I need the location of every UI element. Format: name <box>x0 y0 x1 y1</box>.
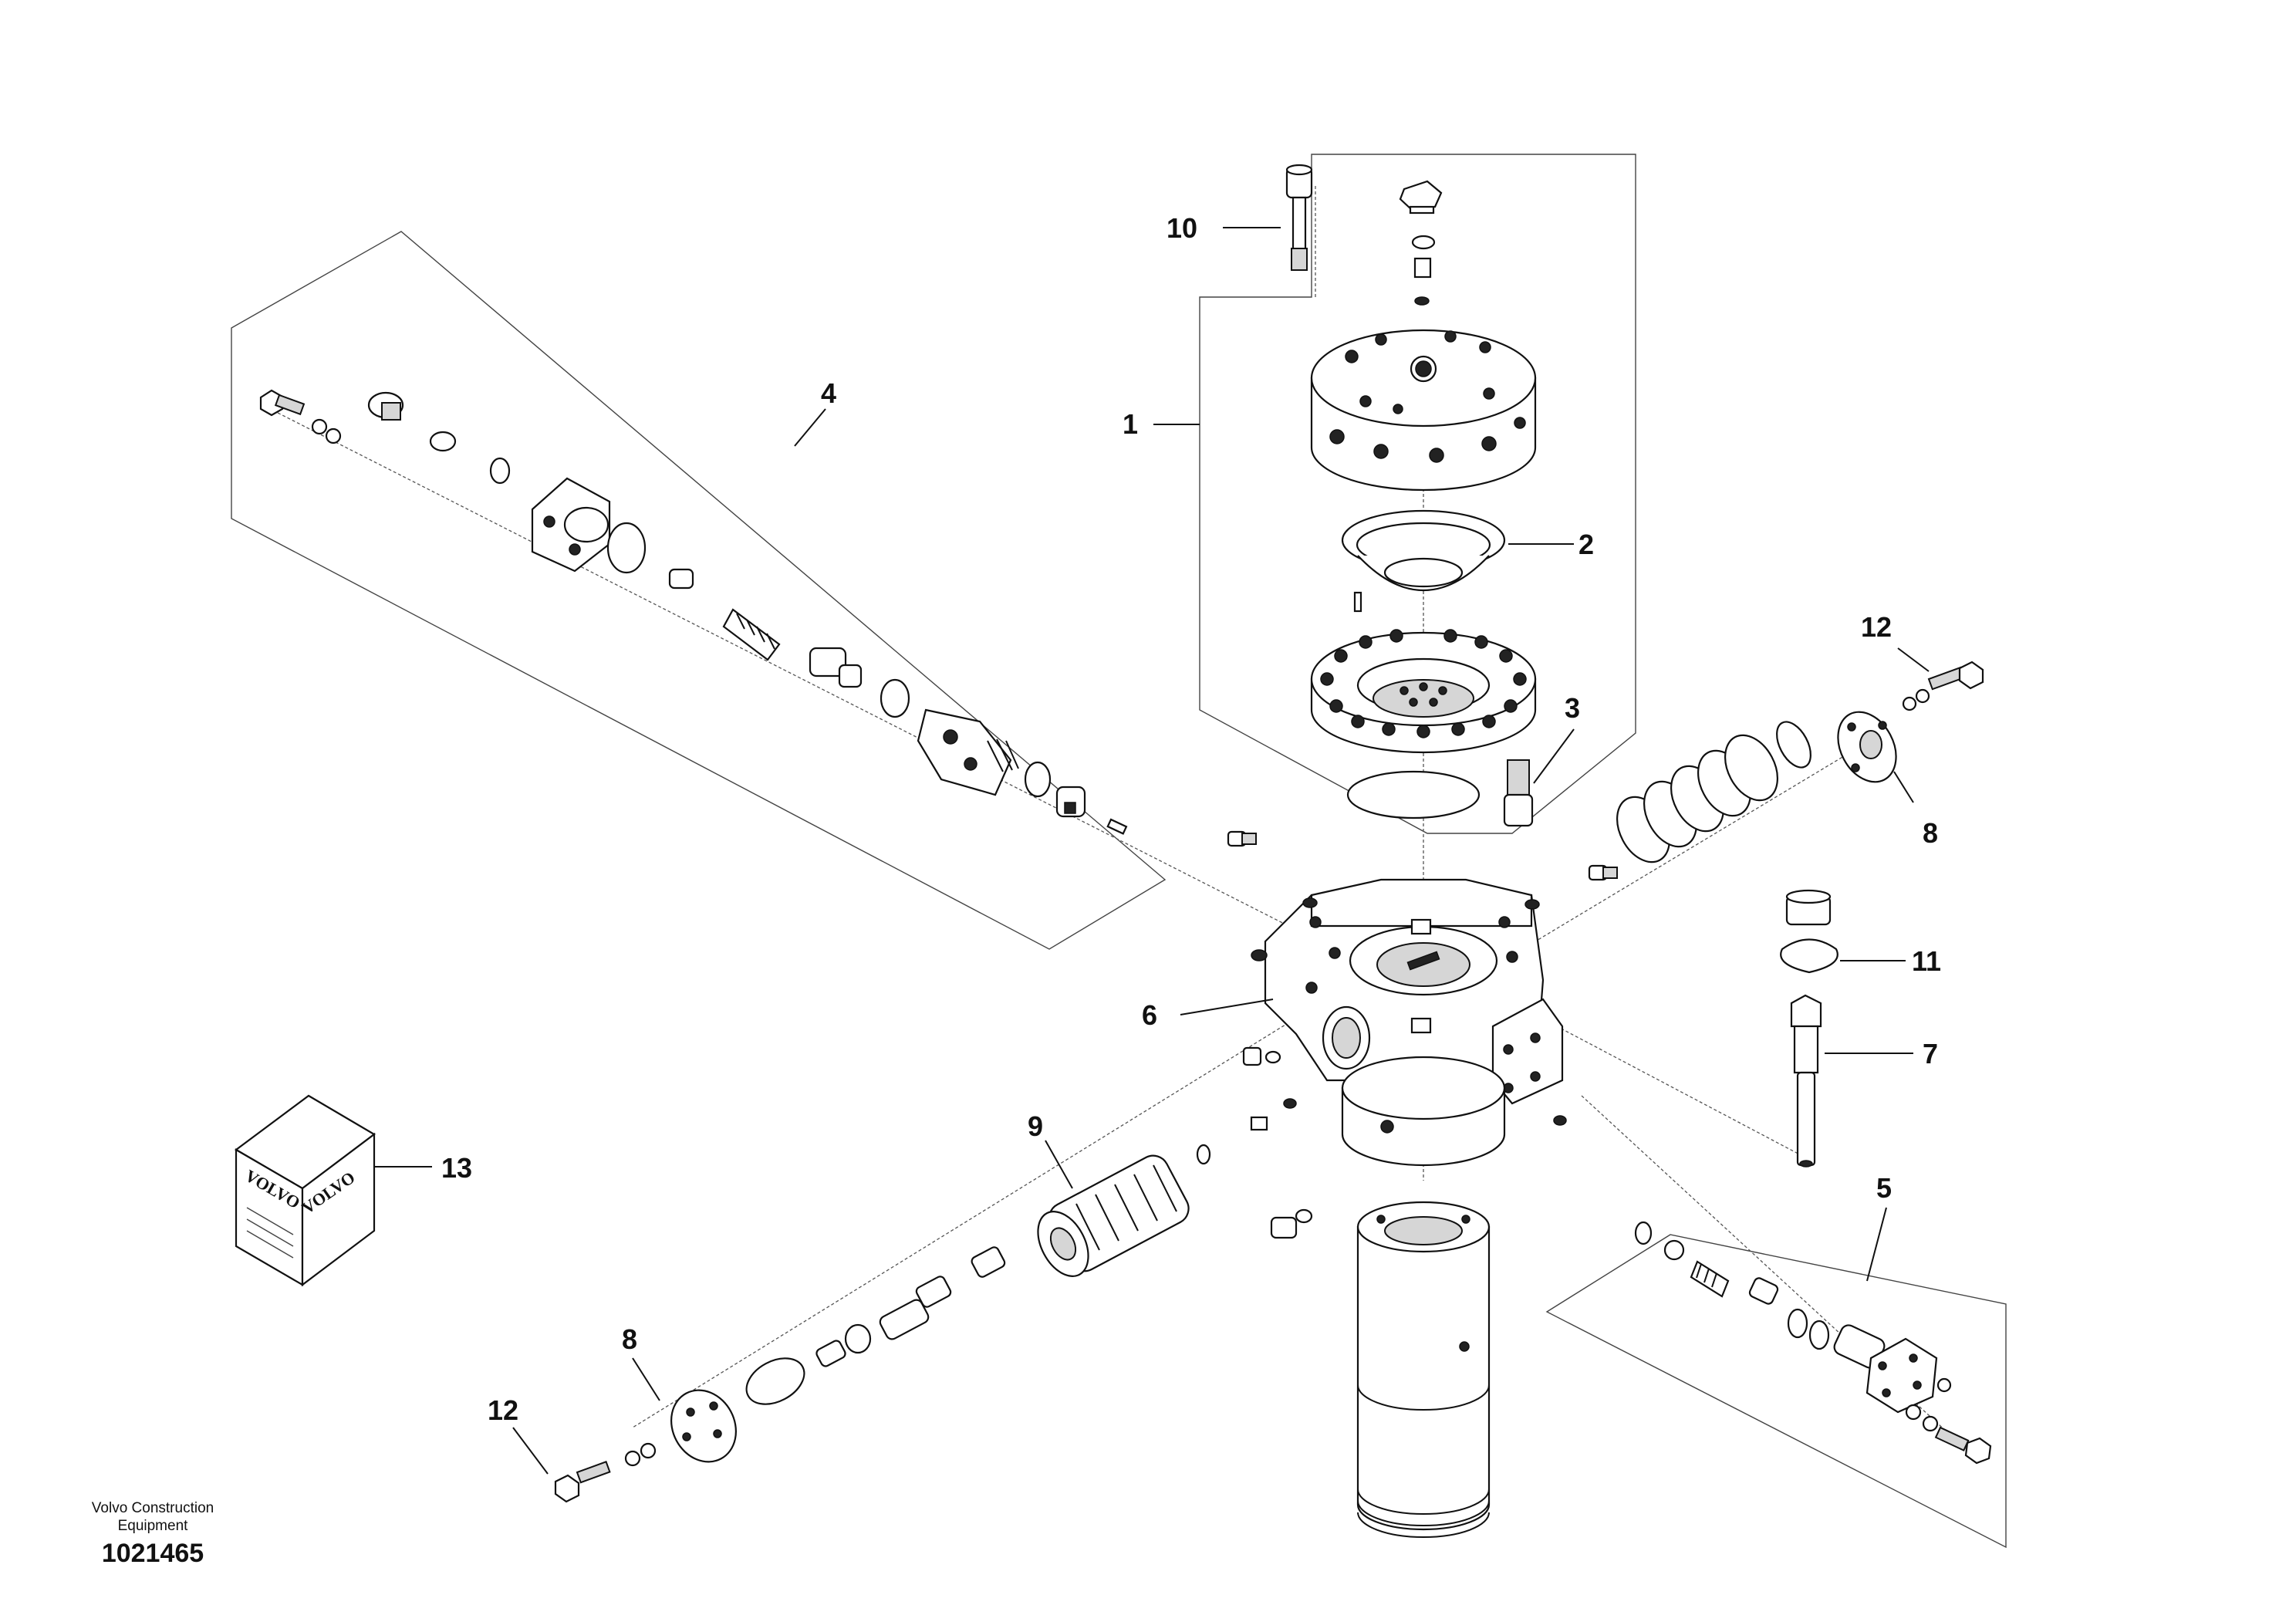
callout-1: 1 <box>1123 408 1138 440</box>
callout-2: 2 <box>1578 529 1594 560</box>
axis-line-9 <box>632 979 1359 1428</box>
cover-part-1 <box>1310 329 1537 492</box>
bolt-12-lower <box>554 1461 611 1503</box>
callout-12-lower: 12 <box>488 1394 518 1426</box>
leader-lines <box>375 227 1930 1475</box>
axis-line-8 <box>1496 732 1883 965</box>
shaft-7 <box>1790 994 1822 1168</box>
cover-plate-8-lower <box>624 1389 737 1467</box>
housing-plugs <box>1227 830 1618 1239</box>
o-ring-large <box>1346 770 1481 819</box>
cylinder-ring <box>1310 591 1537 754</box>
spring-part-9 <box>745 1144 1211 1405</box>
callout-3: 3 <box>1565 692 1580 724</box>
lower-cylinder <box>1356 1201 1491 1538</box>
callout-8-upper: 8 <box>1923 817 1938 849</box>
callout-4: 4 <box>821 377 836 409</box>
axis-line-5 <box>1581 1095 1968 1451</box>
axis-line-4 <box>277 412 1305 934</box>
callout-8-lower: 8 <box>622 1323 637 1355</box>
spring-upper-right <box>1616 721 1811 863</box>
group-5-outline <box>1545 1234 2007 1549</box>
kit-box-13: VOLVO VOLVO <box>235 1094 376 1287</box>
group-4-outline <box>231 231 1167 950</box>
callout-5: 5 <box>1876 1172 1892 1204</box>
footer-company-line1: Volvo Construction <box>92 1500 214 1516</box>
bolt-12-upper <box>1927 661 1984 691</box>
housing-part-6 <box>1264 878 1564 1167</box>
callout-12-upper: 12 <box>1861 611 1892 643</box>
document-number: 1021465 <box>102 1539 204 1568</box>
screw-3 <box>1503 759 1534 827</box>
screw-10 <box>1285 164 1313 271</box>
group-5-parts <box>1634 1221 1992 1465</box>
callout-11: 11 <box>1912 945 1941 977</box>
seal-part-2 <box>1341 509 1506 591</box>
axis-line-7 <box>1527 1010 1806 1158</box>
callout-9: 9 <box>1028 1110 1043 1142</box>
footer-company-line2: Equipment <box>118 1518 189 1534</box>
group-1-outline <box>1199 154 1636 834</box>
callout-6: 6 <box>1142 999 1157 1031</box>
cover-plate-8-upper <box>1837 688 1930 783</box>
callout-10: 10 <box>1167 212 1197 244</box>
bearing-11 <box>1780 889 1838 974</box>
callout-7: 7 <box>1923 1038 1938 1070</box>
callout-13: 13 <box>441 1152 472 1184</box>
group-4-parts <box>259 389 1128 835</box>
plug-top <box>1399 180 1443 306</box>
